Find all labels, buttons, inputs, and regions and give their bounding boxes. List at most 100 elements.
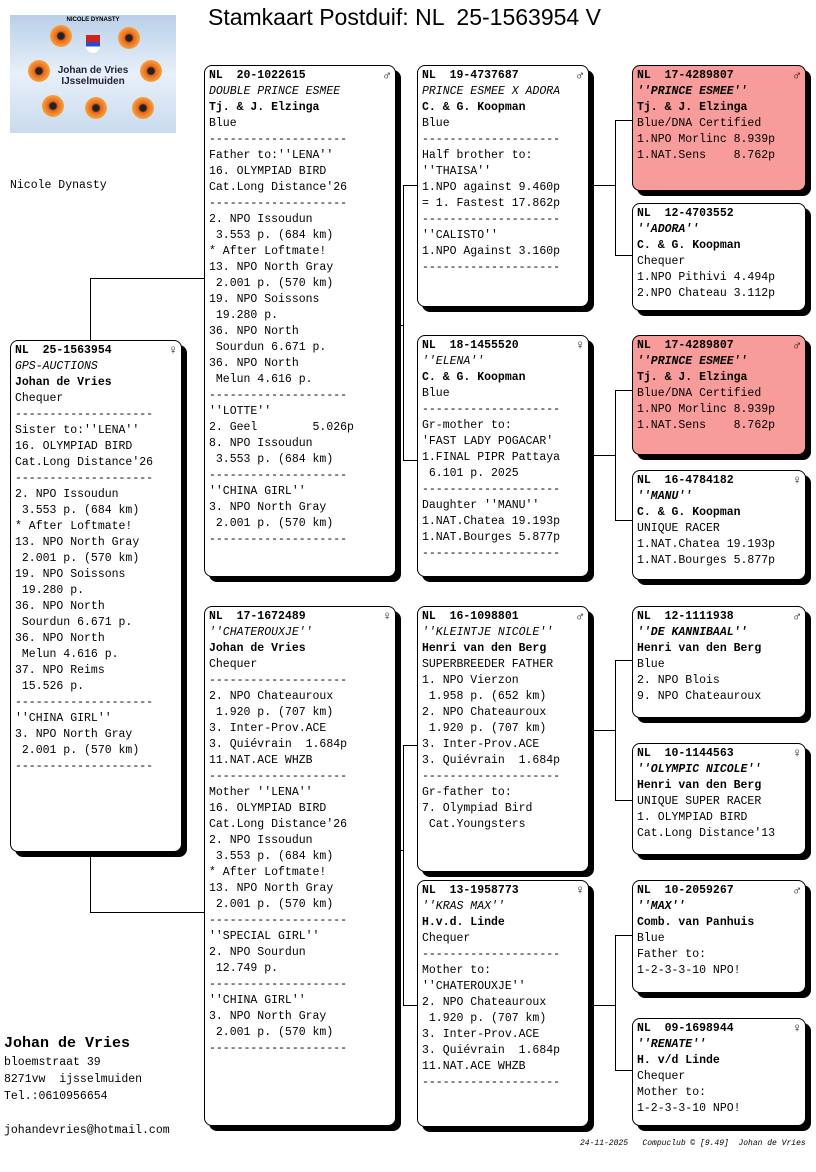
ring-row: NL 20-1022615♂: [209, 68, 391, 84]
pigeon-name: ''CHATEROUXJE'': [209, 626, 313, 639]
page-title: Stamkaart Postduif: NL 25-1563954 V: [208, 4, 601, 30]
breeder-name: Tj. & J. Elzinga: [209, 101, 320, 114]
coat-of-arms-icon: [86, 35, 100, 53]
pigeon-name: ''ELENA'': [422, 355, 485, 368]
performance-line: 12.749 p.: [209, 962, 279, 975]
performance-line: Blue: [637, 658, 665, 671]
performance-line: SUPERBREEDER FATHER: [422, 658, 554, 671]
pigeon-card-mf[interactable]: NL 16-1098801♂''KLEINTJE NICOLE''Henri v…: [417, 606, 589, 872]
divider: --------------------: [422, 261, 561, 274]
breeder-name: H.v.d. Linde: [422, 916, 505, 929]
owner-email[interactable]: johandevries@hotmail.com: [4, 1124, 170, 1137]
performance-line: 3. Quiévrain 1.684p: [422, 1044, 561, 1057]
performance-line: 3. Quiévrain 1.684p: [422, 754, 561, 767]
connector-mf: [588, 660, 632, 801]
divider: --------------------: [15, 696, 154, 709]
breeder-name: C. & G. Koopman: [637, 239, 741, 252]
performance-line: 3. Inter-Prov.ACE: [209, 722, 327, 735]
performance-line: 11.NAT.ACE WHZB: [422, 1060, 526, 1073]
ring-number: NL 12-4703552: [637, 207, 734, 220]
performance-line: 16. OLYMPIAD BIRD: [209, 802, 327, 815]
pigeon-card-fff[interactable]: NL 17-4289807♂''PRINCE ESMEE''Tj. & J. E…: [632, 65, 806, 191]
performance-line: ''CHINA GIRL'': [15, 712, 112, 725]
strain-label: Nicole Dynasty: [10, 179, 107, 192]
divider: --------------------: [209, 197, 348, 210]
performance-line: 3.553 p. (684 km): [209, 229, 334, 242]
divider: --------------------: [209, 674, 348, 687]
performance-line: 8. NPO Issoudun: [209, 437, 313, 450]
breeder-name: C. & G. Koopman: [422, 371, 526, 384]
male-icon: ♂: [576, 68, 584, 83]
performance-line: Mother to:: [637, 1086, 707, 1099]
software-credit: Compuclub © [9.49]: [642, 1139, 729, 1148]
performance-line: Gr-father to:: [422, 786, 512, 799]
performance-line: Sister to:''LENA'': [15, 424, 140, 437]
performance-line: 3.553 p. (684 km): [209, 850, 334, 863]
breeder-name: Henri van den Berg: [637, 642, 762, 655]
performance-line: 19.280 p.: [15, 584, 85, 597]
breeder-name: Johan de Vries: [15, 376, 112, 389]
performance-line: 16. OLYMPIAD BIRD: [209, 165, 327, 178]
pigeon-eye-icon: [140, 60, 162, 82]
performance-line: 3. NPO North Gray: [209, 501, 327, 514]
performance-line: 2.NPO Chateau 3.112p: [637, 287, 776, 300]
connector-subject-father: [90, 278, 204, 340]
divider: --------------------: [422, 948, 561, 961]
performance-line: Mother ''LENA'': [209, 786, 313, 799]
owner-street: bloemstraat 39: [4, 1056, 101, 1069]
pigeon-name: PRINCE ESMEE X ADORA: [422, 85, 561, 98]
performance-line: 1.FINAL PIPR Pattaya: [422, 451, 561, 464]
performance-line: 36. NPO North: [209, 325, 299, 338]
performance-line: Melun 4.616 p.: [209, 373, 313, 386]
performance-line: 1-2-3-3-10 NPO!: [637, 964, 741, 977]
pigeon-name: ''OLYMPIC NICOLE'': [637, 763, 762, 776]
pigeon-card-mfm[interactable]: NL 10-1144563♀''OLYMPIC NICOLE''Henri va…: [632, 743, 806, 855]
ring-number: NL 17-1672489: [209, 610, 306, 623]
performance-line: 2.001 p. (570 km): [209, 277, 334, 290]
ring-row: NL 17-4289807♂: [637, 68, 801, 84]
performance-line: Daughter ''MANU'': [422, 499, 540, 512]
pigeon-card-fmf[interactable]: NL 17-4289807♂''PRINCE ESMEE''Tj. & J. E…: [632, 335, 806, 455]
performance-line: 2.001 p. (570 km): [209, 1026, 334, 1039]
performance-line: ''THAISA'': [422, 165, 492, 178]
performance-line: 3. NPO North Gray: [209, 1010, 327, 1023]
performance-line: 1.NAT.Chatea 19.193p: [637, 538, 776, 551]
pigeon-card-mother[interactable]: NL 17-1672489♀''CHATEROUXJE'' Johan de Vr…: [204, 606, 396, 1126]
performance-line: 1-2-3-3-10 NPO!: [637, 1102, 741, 1115]
performance-line: 1.920 p. (707 km): [209, 706, 334, 719]
performance-line: 3.553 p. (684 km): [15, 504, 140, 517]
pigeon-card-mff[interactable]: NL 12-1111938♂''DE KANNIBAAL''Henri van …: [632, 606, 806, 718]
breeder-name: Johan de Vries: [209, 642, 306, 655]
performance-line: 1.920 p. (707 km): [422, 1012, 547, 1025]
divider: --------------------: [15, 760, 154, 773]
performance-line: 9. NPO Chateauroux: [637, 690, 762, 703]
divider: --------------------: [15, 472, 154, 485]
performance-line: 3. Inter-Prov.ACE: [422, 738, 540, 751]
performance-line: 11.NAT.ACE WHZB: [209, 754, 313, 767]
ring-row: NL 17-1672489♀: [209, 609, 391, 625]
performance-line: * After Loftmate!: [209, 245, 327, 258]
male-icon: ♂: [383, 68, 391, 83]
performance-line: 1.NPO Morlinc 8.939p: [637, 133, 776, 146]
breeder-name: Tj. & J. Elzinga: [637, 371, 748, 384]
performance-line: = 1. Fastest 17.862p: [422, 197, 561, 210]
ring-number: NL 13-1958773: [422, 884, 519, 897]
female-icon: ♀: [793, 473, 801, 488]
performance-line: Half brother to:: [422, 149, 533, 162]
ring-row: NL 12-1111938♂: [637, 609, 801, 625]
performance-line: ''CHATEROUXJE'': [422, 980, 526, 993]
breeder-name: C. & G. Koopman: [637, 506, 741, 519]
breeder-name: Comb. van Panhuis: [637, 916, 755, 929]
performance-line: Blue: [209, 117, 237, 130]
ring-row: NL 10-2059267♂: [637, 883, 801, 899]
performance-line: 2. NPO Issoudun: [209, 834, 313, 847]
